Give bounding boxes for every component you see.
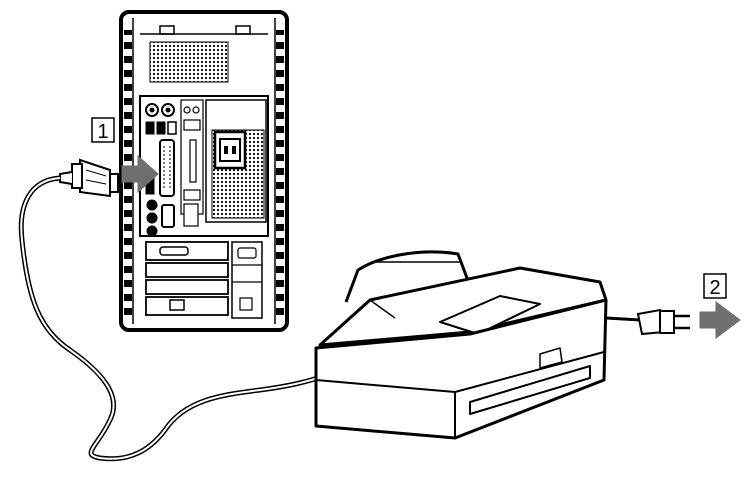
step-1-number: 1: [97, 121, 108, 143]
parallel-cable-plug-icon: [59, 158, 119, 198]
step-2-label: 2: [703, 273, 727, 299]
pc-tower-icon: [119, 10, 289, 332]
step-1-label: 1: [91, 117, 115, 143]
printer-icon: [314, 250, 608, 440]
arrow-right-icon: [699, 301, 741, 339]
arrow-right-icon: [121, 154, 159, 194]
power-plug-icon: [636, 308, 690, 336]
step-2-number: 2: [709, 277, 720, 299]
